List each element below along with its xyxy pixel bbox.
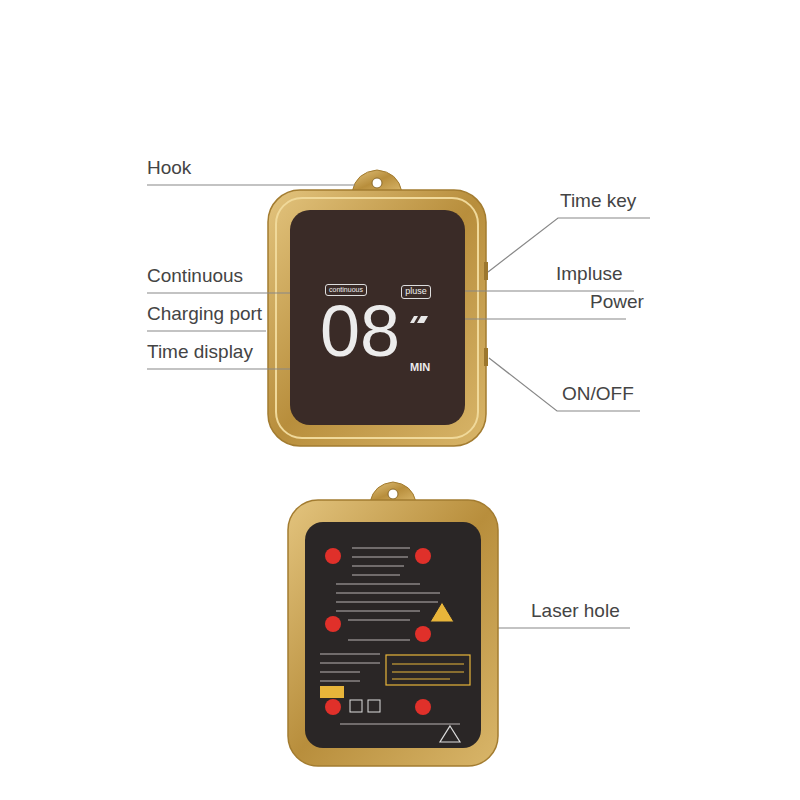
part-label: Laser hole [531, 600, 620, 622]
warning-symbol [440, 726, 460, 742]
part-label: Impluse [556, 263, 623, 285]
mode-text: pluse [405, 287, 427, 297]
part-label: Charging port [147, 303, 262, 325]
hook-tab [352, 170, 402, 192]
body-bevel [276, 198, 478, 438]
laser-warning-triangle [430, 602, 454, 622]
part-label: Time key [560, 190, 636, 212]
device-body [268, 190, 486, 446]
display-screen: continuouspluse08MIN [290, 210, 465, 425]
time-digits: 08 [320, 292, 400, 371]
part-label: Continuous [147, 265, 243, 287]
part-label: ON/OFF [562, 383, 634, 405]
mode-badge: pluse [401, 285, 431, 299]
warning-box [320, 655, 470, 698]
device-body-back [288, 500, 498, 766]
back-label-panel [305, 522, 481, 748]
power-button [484, 348, 488, 366]
hook-tab [370, 482, 416, 502]
time-key-button [484, 262, 488, 280]
part-label: Power [590, 291, 644, 313]
manual-symbol [350, 700, 362, 712]
part-label: Hook [147, 157, 191, 179]
part-label: Time display [147, 341, 253, 363]
time-unit: MIN [410, 361, 430, 373]
fine-print [320, 548, 460, 724]
hook-hole [372, 178, 382, 188]
type-b-symbol [368, 700, 380, 712]
laser-hole-dots [325, 548, 431, 715]
hook-hole [388, 489, 398, 499]
